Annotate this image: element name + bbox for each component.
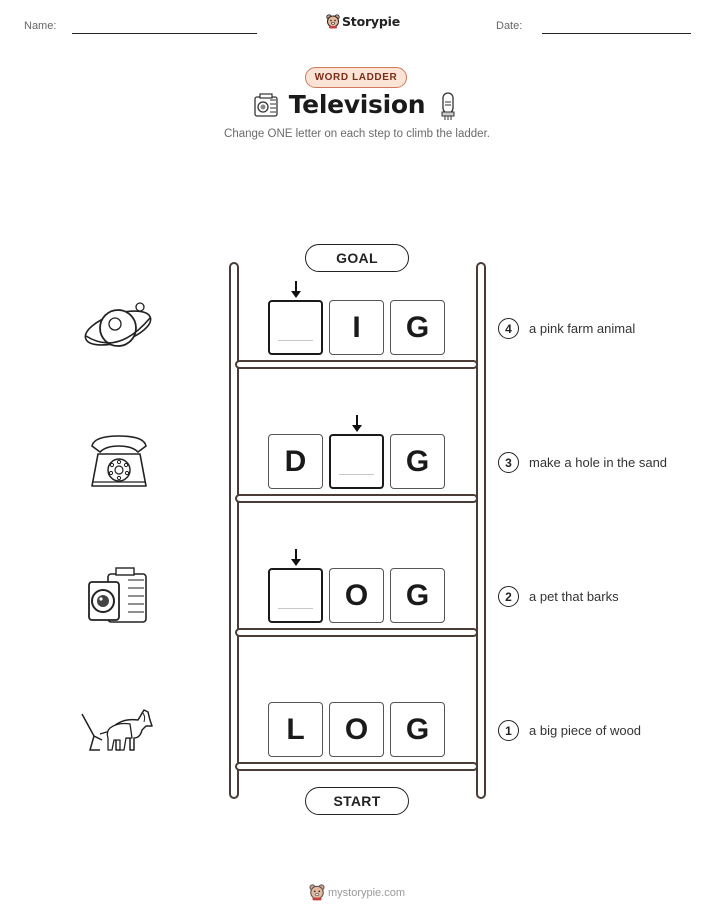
instructions: Change ONE letter on each step to climb … [224,128,490,140]
start-label: START [305,787,409,815]
letter-tile: L [268,702,323,757]
brand-name: Storypie [342,14,400,29]
date-label: Date: [496,20,523,32]
letter-tile: G [390,300,445,355]
letter-tile-blank[interactable] [268,300,323,355]
bear-logo-icon [309,884,325,901]
step-number: 1 [498,720,519,741]
planet-icon [84,302,152,347]
word-ladder-badge: WORD LADDER [305,67,407,88]
camera-icon [254,93,278,117]
clue-text: a pet that barks [529,589,619,604]
letter-tile: G [390,568,445,623]
footer: mystorypie.com [309,884,405,901]
clue-text: make a hole in the sand [529,455,668,470]
telephone-icon [91,435,147,487]
letter-tile-blank[interactable] [268,568,323,623]
ladder-rung [235,762,478,771]
ladder-rung [235,628,478,637]
goal-label: GOAL [305,244,409,272]
date-line[interactable] [542,33,691,34]
arrow-down-icon [352,415,362,432]
ladder-rung [235,360,478,369]
letter-tile: D [268,434,323,489]
arrow-down-icon [291,281,301,298]
letter-tile: O [329,568,384,623]
step-number: 2 [498,586,519,607]
letter-tile-blank[interactable] [329,434,384,489]
horse-plow-icon [81,709,153,751]
vacuum-tube-icon [441,92,455,120]
camera-icon [88,567,147,623]
ladder-rail-left [229,262,239,799]
name-line[interactable] [72,33,257,34]
footer-url[interactable]: mystorypie.com [328,886,406,899]
step-number: 4 [498,318,519,339]
letter-tile: I [329,300,384,355]
brand-logo: Storypie [326,14,400,29]
name-label: Name: [24,20,57,32]
arrow-down-icon [291,549,301,566]
letter-tile: G [390,434,445,489]
ladder-rung [235,494,478,503]
step-number: 3 [498,452,519,473]
bear-logo-icon [326,14,340,29]
clue-text: a pink farm animal [529,321,636,336]
page-title: Television [288,90,426,119]
letter-tile: G [390,702,445,757]
clue-text: a big piece of wood [529,723,642,738]
ladder-rail-right [476,262,486,799]
letter-tile: O [329,702,384,757]
